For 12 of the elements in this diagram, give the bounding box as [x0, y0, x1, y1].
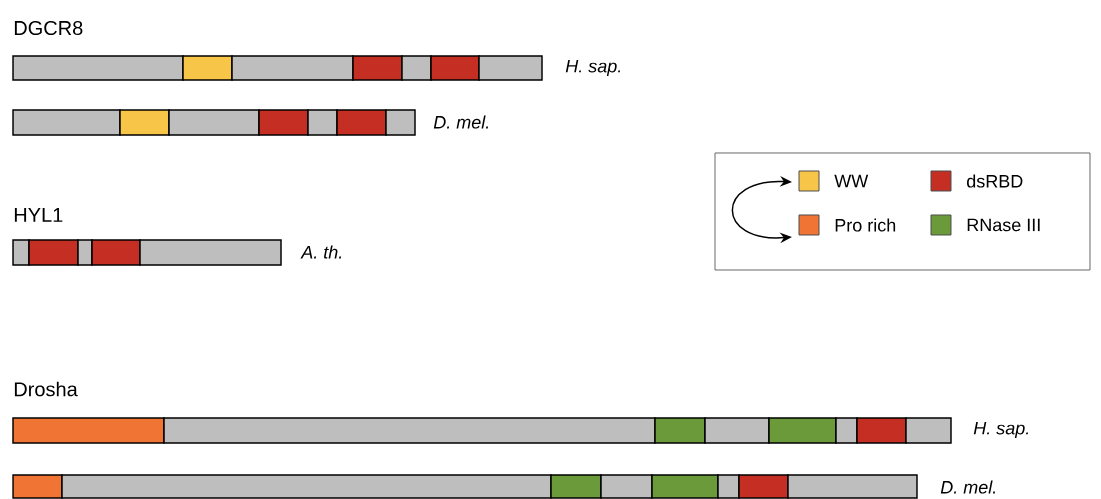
- protein-name: Drosha: [14, 381, 78, 397]
- legend-label: Pro rich: [835, 218, 896, 232]
- legend-label: WW: [834, 174, 869, 188]
- species-label: A. th.: [300, 245, 342, 259]
- legend-label: dsRBD: [967, 174, 1023, 188]
- species-label: H. sap.: [565, 59, 621, 77]
- protein-name: HYL1: [14, 208, 63, 222]
- legend-label: RNase III: [967, 218, 1040, 232]
- species-label: D. mel.: [433, 115, 489, 129]
- species-label: D. mel.: [940, 480, 996, 494]
- species-label: H. sap.: [973, 421, 1029, 439]
- protein-name: DGCR8: [14, 20, 83, 36]
